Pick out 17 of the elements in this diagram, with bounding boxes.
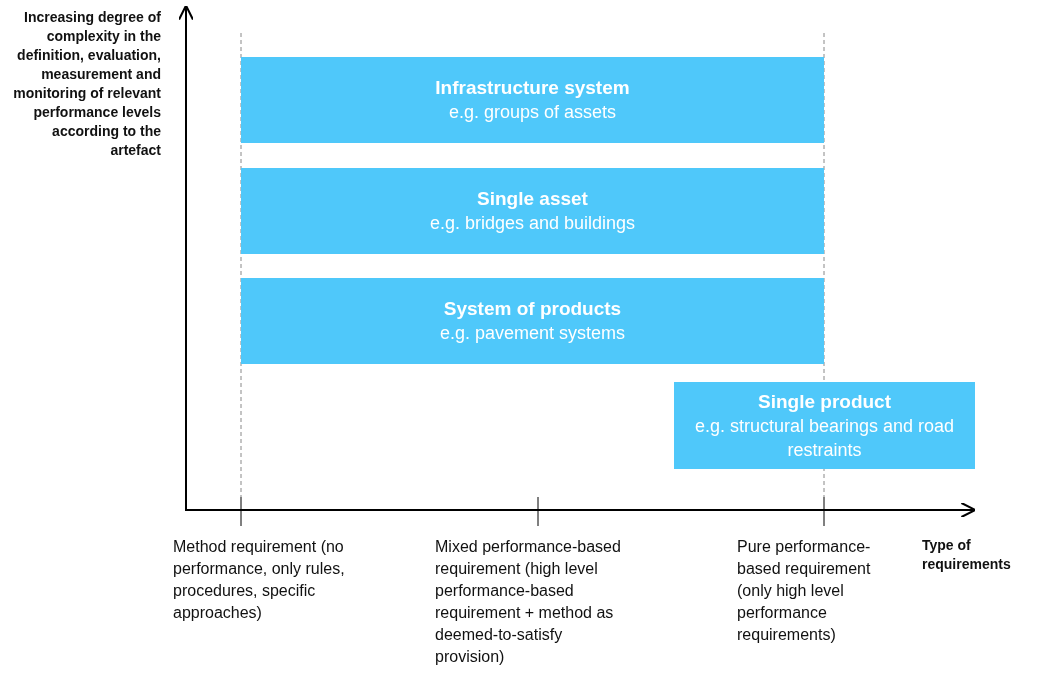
axis-title: Increasing degree of complexity in the definition, evaluation, measurement and monitoring of relevant performance levels according to the artefact — [12, 8, 161, 160]
tick-label: Pure performance-based requirement (only high level performance requirements) — [737, 537, 872, 645]
axis-title: Type of requirements — [922, 536, 1012, 574]
box-heading: Single asset — [477, 187, 588, 211]
box-example-text: e.g. bridges and buildings — [429, 212, 636, 235]
box-heading: System of products — [443, 297, 622, 321]
box-heading: Infrastructure system — [435, 76, 630, 100]
box-example-text: e.g. structural bearings and road restraints — [693, 414, 956, 462]
level-box — [674, 382, 975, 469]
level-box — [241, 278, 824, 364]
tick-label: Mixed performance-based requirement (high level performance-based requirement + method as deemed-to-satisfy provision) — [435, 537, 622, 667]
box-example-text: e.g. groups of assets — [448, 101, 617, 124]
level-box — [241, 168, 824, 254]
box-example-text: e.g. pavement systems — [439, 322, 626, 345]
tick-label: Method requirement (no performance, only rules, procedures, specific approaches) — [173, 537, 346, 623]
box-heading: Single product — [758, 389, 891, 414]
level-box — [241, 57, 824, 143]
